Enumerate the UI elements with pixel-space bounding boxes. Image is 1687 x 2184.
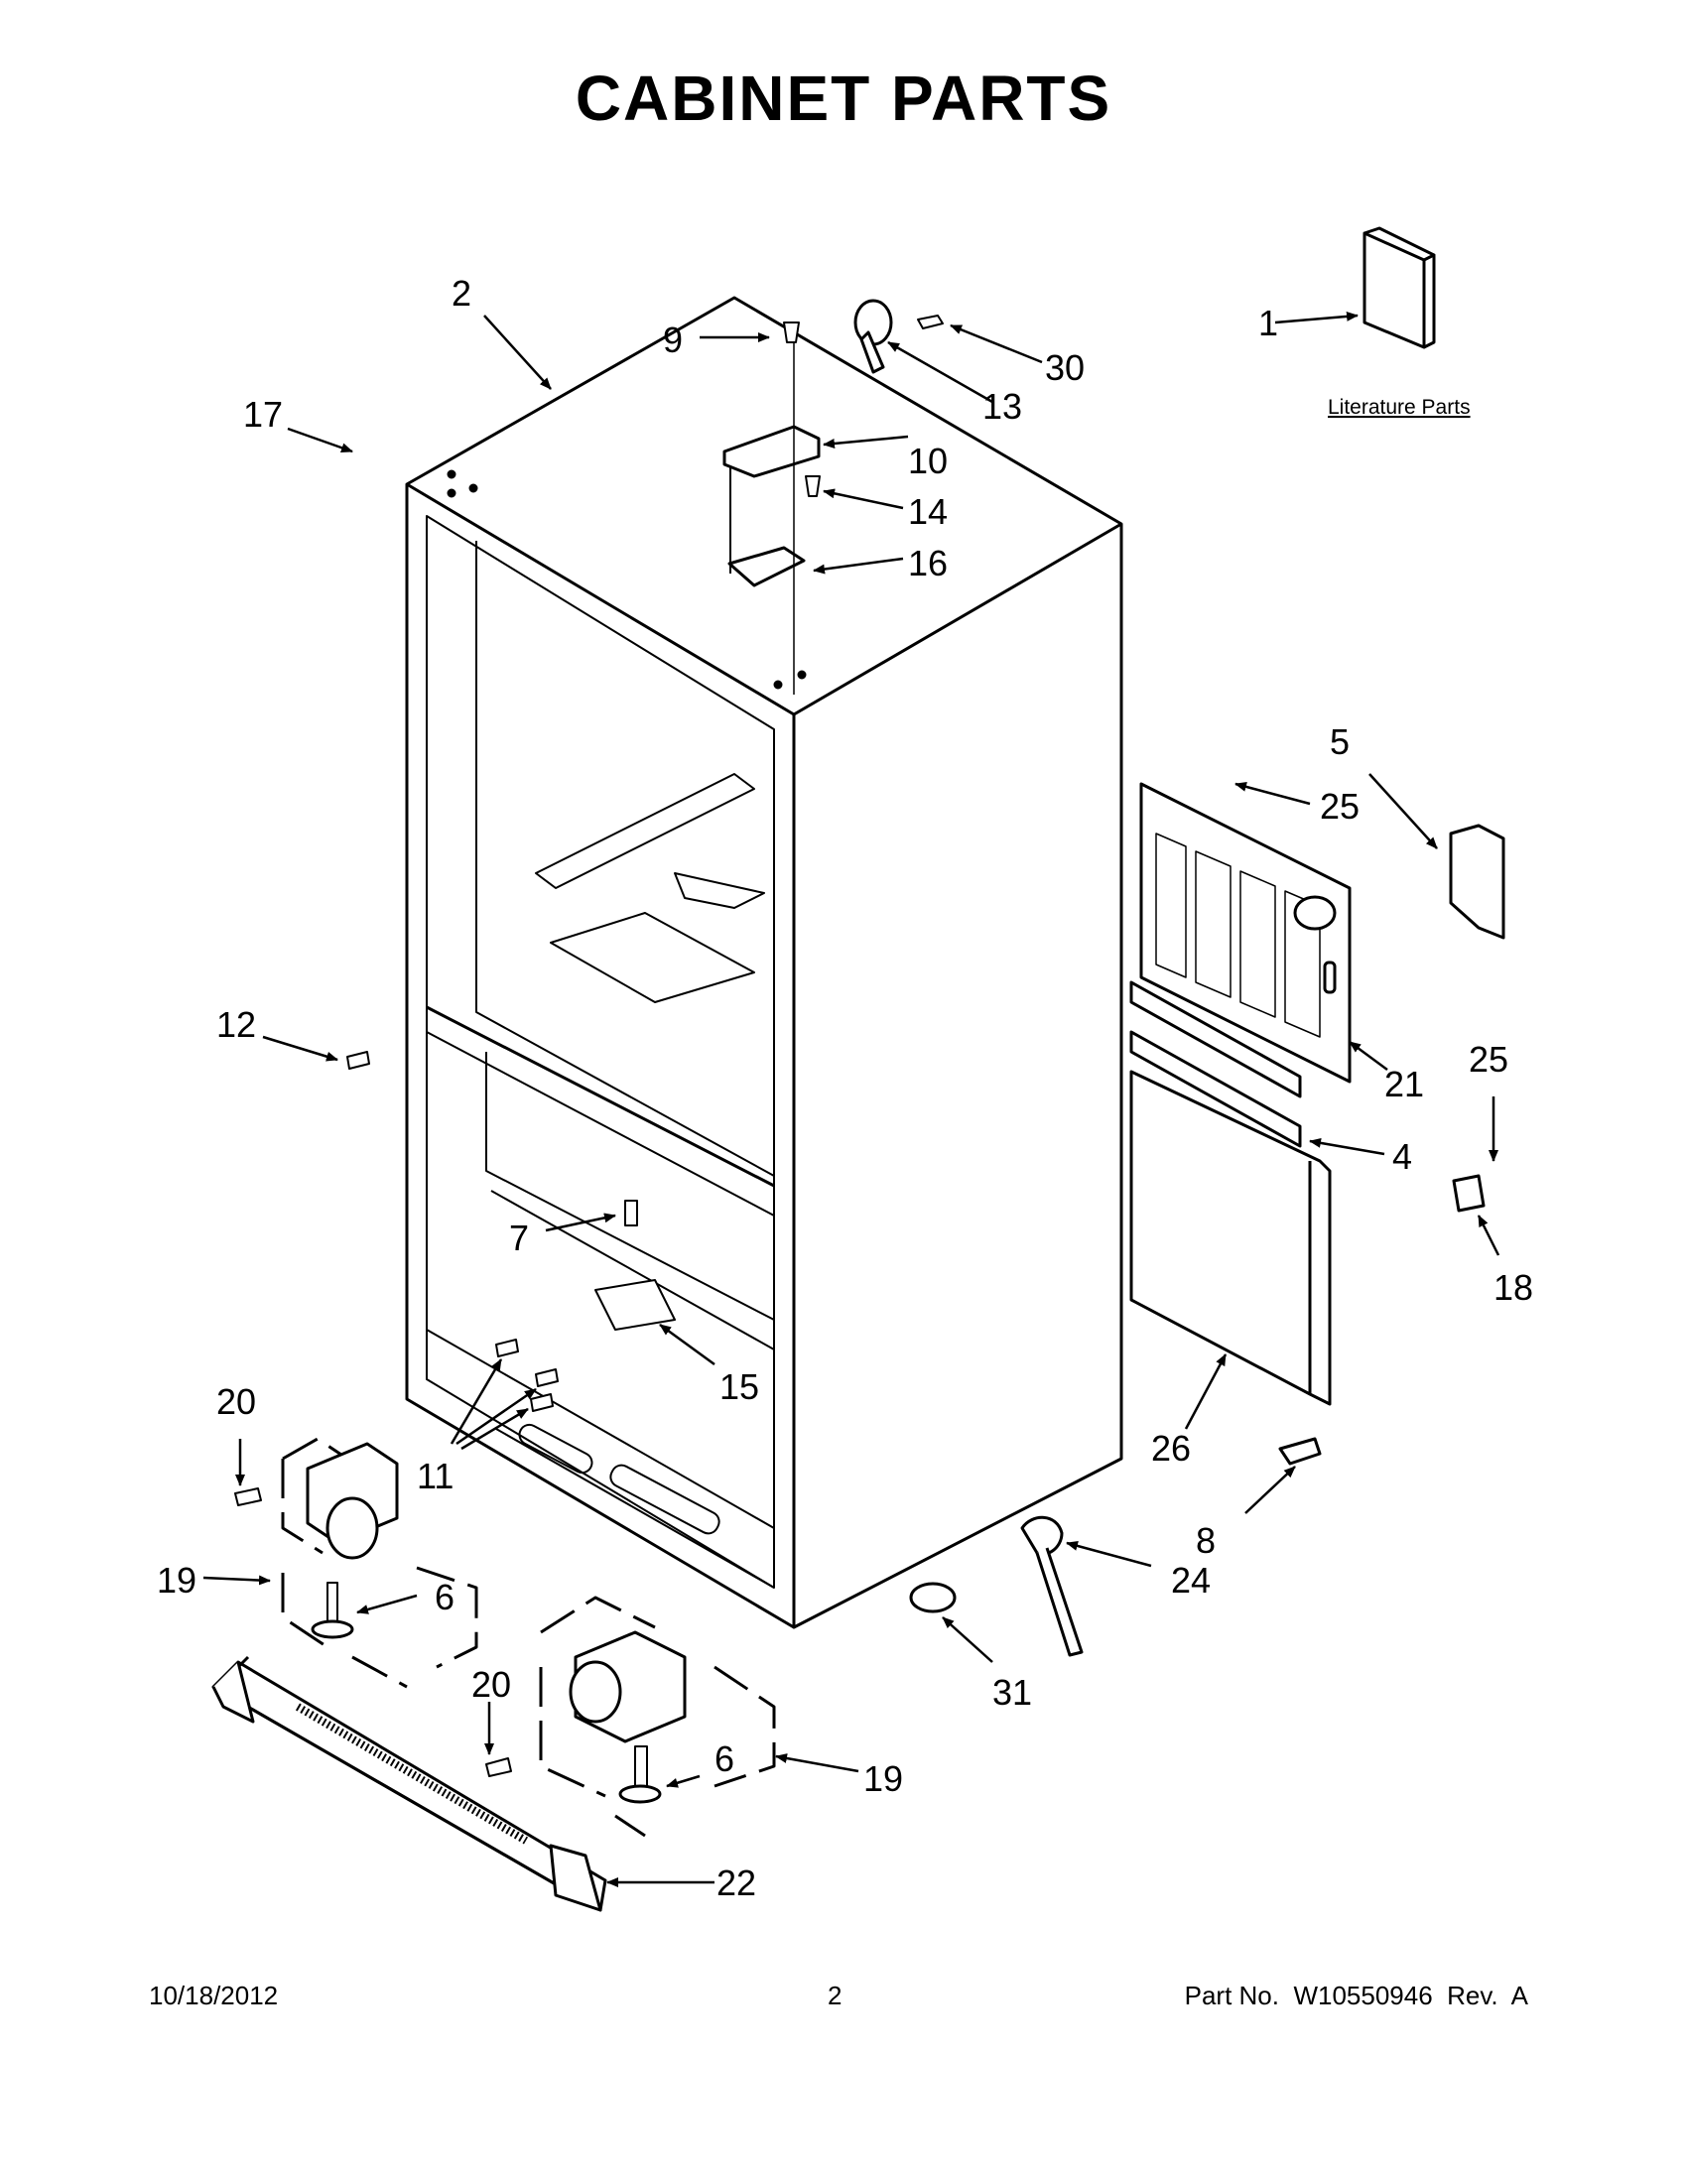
callout-22: 22: [716, 1863, 756, 1903]
base-grille: [211, 1655, 607, 1912]
callout-13: 13: [982, 386, 1022, 427]
callout-9: 9: [663, 320, 683, 360]
literature-parts-label: Literature Parts: [1328, 396, 1471, 419]
page-title: CABINET PARTS: [575, 63, 1112, 134]
footer-part-number: Part No. W10550946 Rev. A: [1184, 1981, 1528, 2010]
literature-parts-booklet: [1363, 226, 1436, 349]
callout-25-top: 25: [1320, 786, 1360, 827]
callout-6-right: 6: [714, 1738, 734, 1779]
rear-access-panel: [1139, 782, 1352, 1084]
callout-31: 31: [992, 1672, 1032, 1713]
callout-4: 4: [1392, 1136, 1412, 1177]
callout-10: 10: [908, 441, 948, 481]
callout-15: 15: [719, 1366, 759, 1407]
callout-5: 5: [1330, 721, 1350, 762]
handle-bracket-part: [1449, 824, 1505, 940]
callout-17: 17: [243, 394, 283, 435]
roller-assembly-right: [485, 1596, 776, 1838]
callout-19-left: 19: [157, 1560, 196, 1601]
leveling-wrench: [1020, 1515, 1084, 1657]
callout-2: 2: [452, 273, 471, 314]
footer-page-number: 2: [828, 1981, 843, 2010]
callout-20-left: 20: [216, 1381, 256, 1422]
roller-assembly-left: [234, 1437, 478, 1689]
callout-14: 14: [908, 491, 948, 532]
callout-1: 1: [1258, 303, 1278, 343]
clip-part: [1278, 1437, 1322, 1466]
callout-labels: 1 2 4 5 6 6 7 8 9 10 11 12 13 14 15 16 1…: [157, 273, 1533, 1903]
callout-19-right: 19: [863, 1758, 903, 1799]
leader-arrows: [202, 311, 1500, 1887]
callout-21: 21: [1384, 1064, 1424, 1104]
tubing-clip-part: [1452, 1174, 1486, 1213]
gasket-ring: [909, 1582, 957, 1613]
callout-7: 7: [509, 1218, 529, 1258]
callout-24: 24: [1171, 1560, 1211, 1601]
cabinet-body: [405, 296, 1123, 1629]
callout-30: 30: [1045, 347, 1085, 388]
hinge-cover-part: [853, 299, 944, 374]
callout-8: 8: [1196, 1520, 1216, 1561]
footer-date: 10/18/2012: [149, 1981, 279, 2010]
top-hinge-assembly: [722, 321, 821, 695]
rear-seal-strip: [1129, 980, 1302, 1148]
callout-16: 16: [908, 543, 948, 583]
callout-12: 12: [216, 1004, 256, 1045]
callout-11: 11: [417, 1456, 454, 1496]
callout-26: 26: [1151, 1428, 1191, 1469]
callout-6-left: 6: [435, 1577, 454, 1617]
rear-panel-cover: [1129, 1070, 1332, 1406]
callout-20-right: 20: [471, 1664, 511, 1705]
callout-18: 18: [1493, 1267, 1533, 1308]
callout-25-side: 25: [1469, 1039, 1508, 1080]
